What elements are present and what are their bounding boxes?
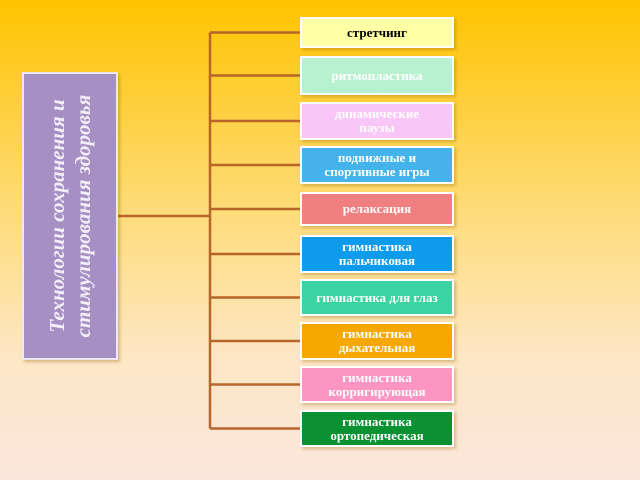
item-box: гимнастика ортопедическая [300, 410, 454, 447]
item-box: стретчинг [300, 17, 454, 48]
item-box: релаксация [300, 192, 454, 226]
main-concept-box: Технологии сохранения и стимулирования з… [22, 72, 118, 360]
item-box: гимнастика корригирующая [300, 366, 454, 403]
item-box: гимнастика дыхательная [300, 322, 454, 360]
item-box: динамические паузы [300, 102, 454, 140]
item-box: гимнастика для глаз [300, 279, 454, 316]
item-box: гимнастика пальчиковая [300, 235, 454, 273]
item-box: подвижные и спортивные игры [300, 146, 454, 184]
item-box: ритмопластика [300, 56, 454, 95]
main-concept-label: Технологии сохранения и стимулирования з… [45, 94, 95, 338]
